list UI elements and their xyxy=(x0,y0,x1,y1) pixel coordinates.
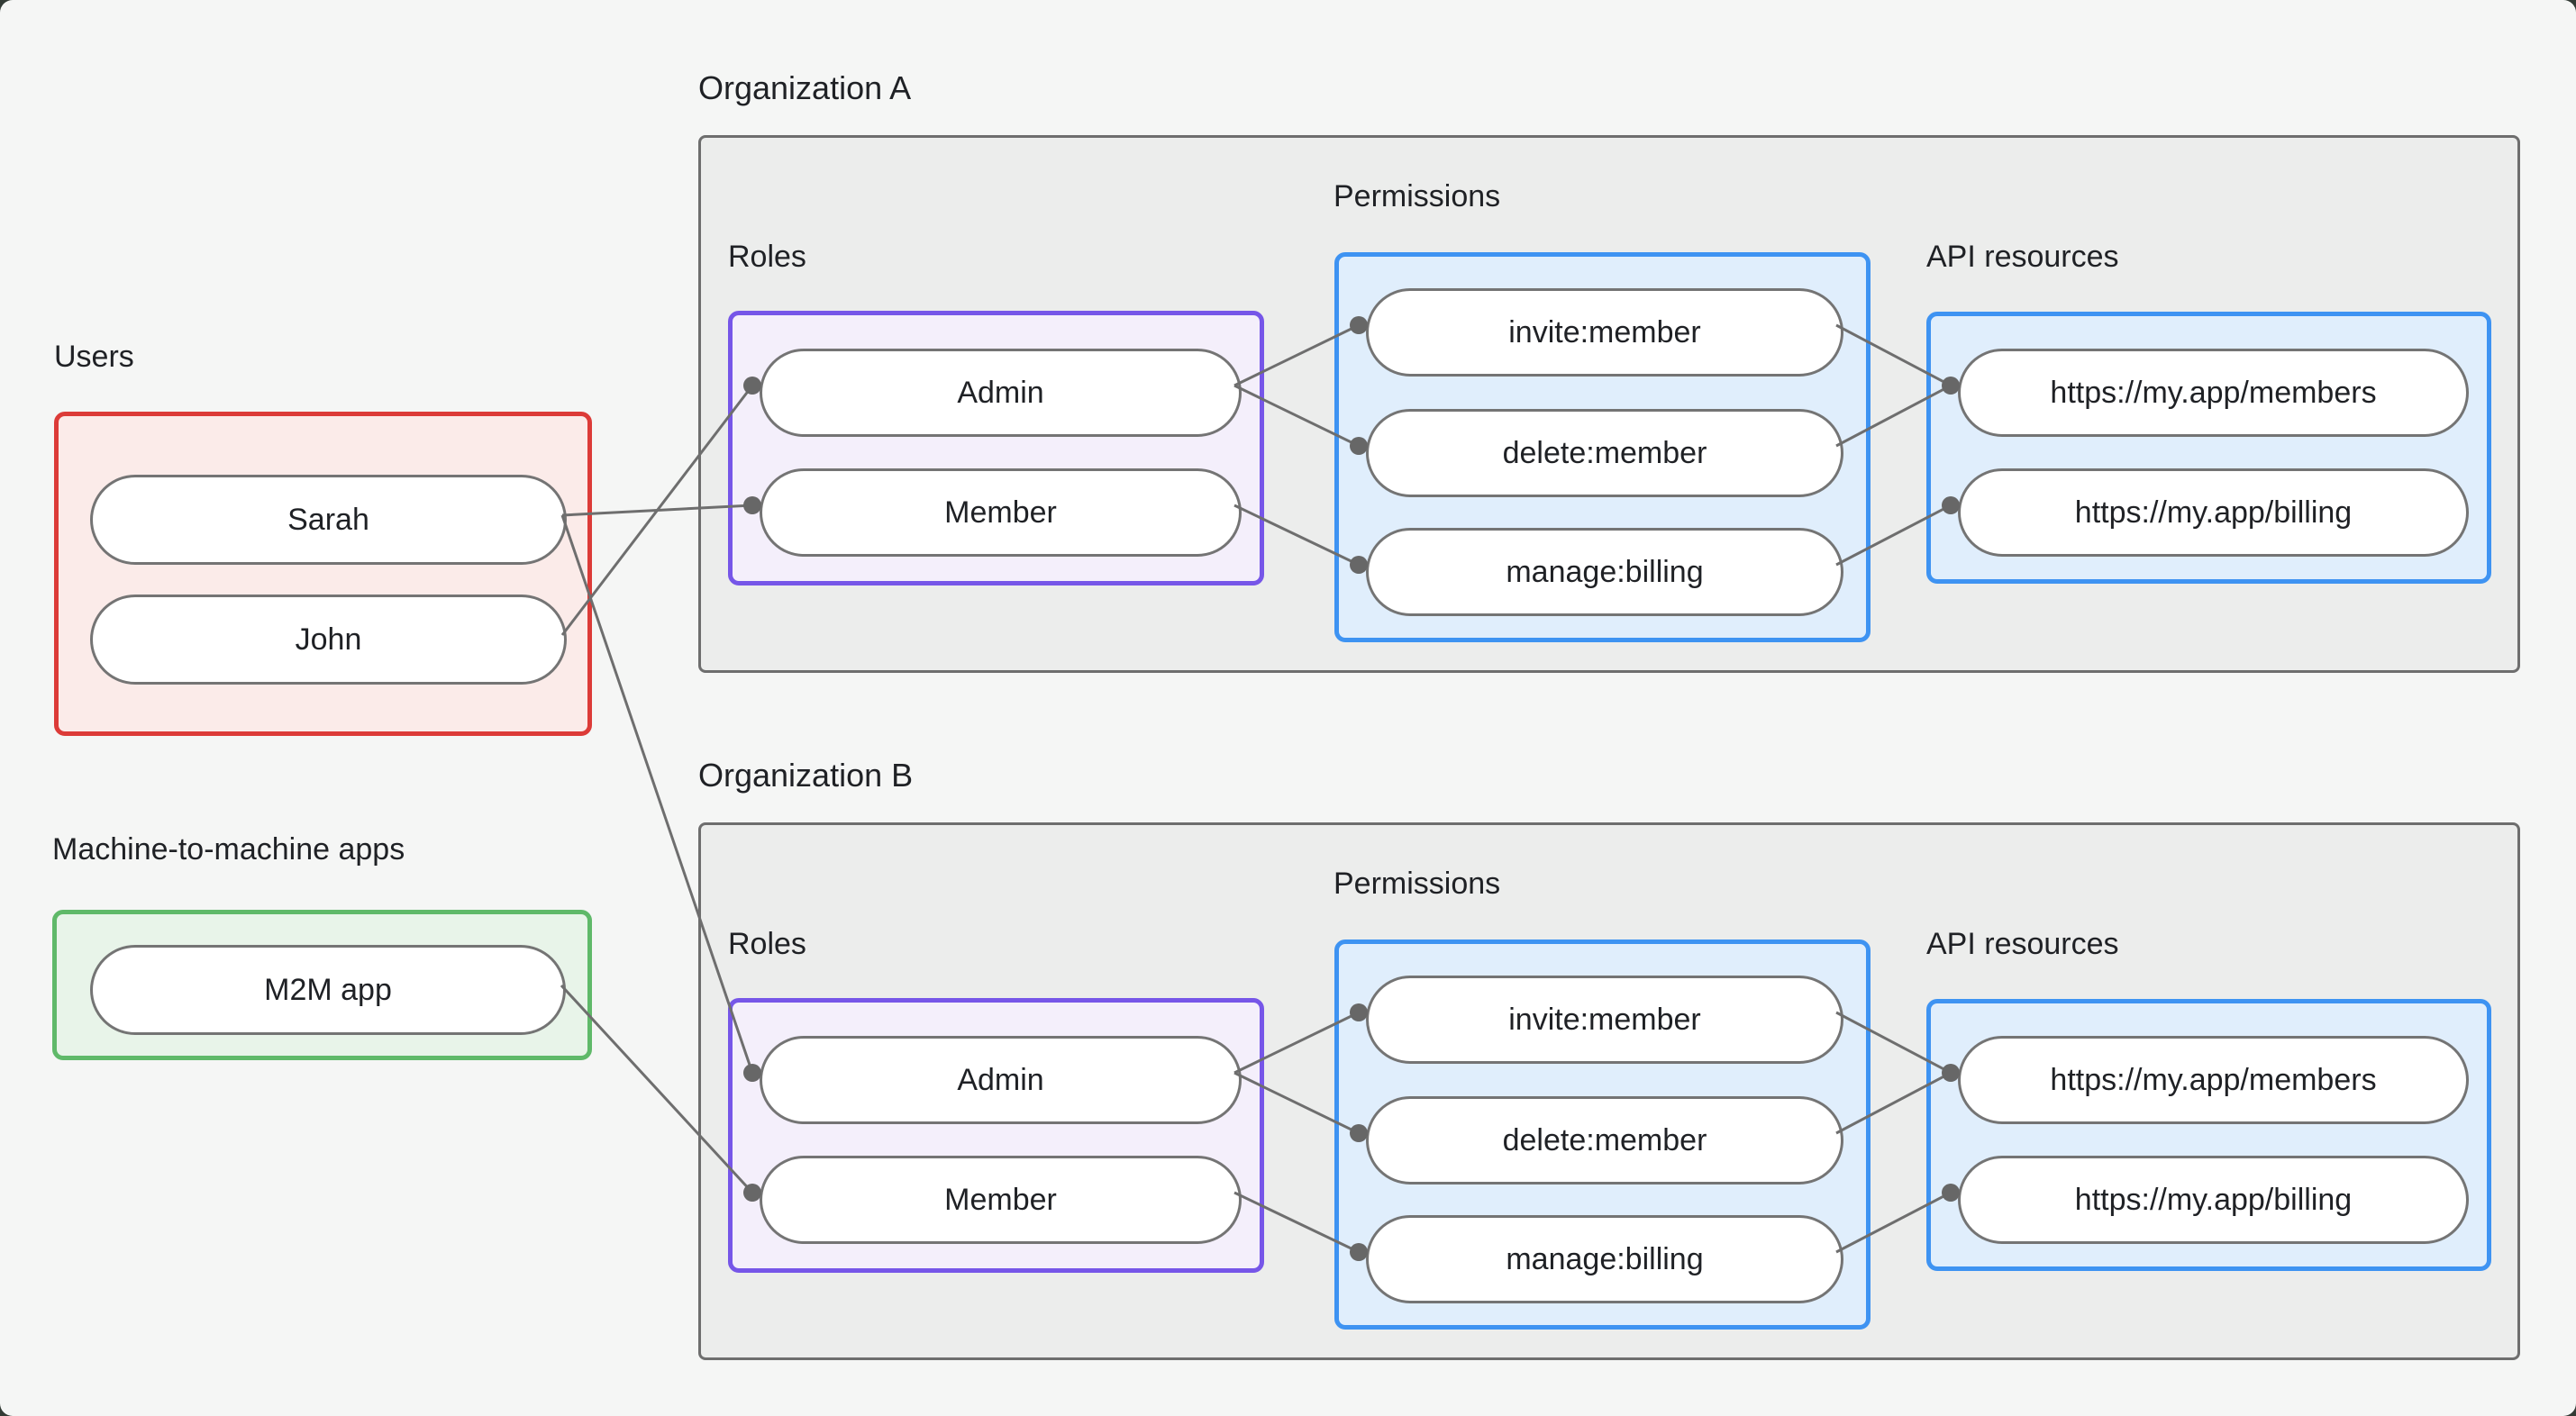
organization-b-box: Roles Admin Member Permissions invite:me… xyxy=(698,822,2520,1360)
api-resource-node-members: https://my.app/members xyxy=(1958,349,2469,437)
roles-section-label: Roles xyxy=(728,240,806,274)
user-node-sarah: Sarah xyxy=(90,475,567,565)
permission-node-invite-member: invite:member xyxy=(1366,976,1843,1064)
permission-node-delete-member: delete:member xyxy=(1366,1096,1843,1185)
role-node-admin: Admin xyxy=(760,349,1242,437)
role-node-label: Admin xyxy=(957,1062,1044,1097)
permission-node-label: invite:member xyxy=(1508,1002,1701,1037)
user-node-label: Sarah xyxy=(287,502,369,537)
organization-a-box: Roles Admin Member Permissions invite:me… xyxy=(698,135,2520,673)
permission-node-label: delete:member xyxy=(1502,1122,1707,1157)
api-resources-section-label: API resources xyxy=(1926,927,2119,961)
api-resource-node-label: https://my.app/members xyxy=(2050,1062,2377,1097)
permission-node-label: manage:billing xyxy=(1506,1241,1704,1276)
role-node-admin: Admin xyxy=(760,1036,1242,1124)
api-resource-node-members: https://my.app/members xyxy=(1958,1036,2469,1124)
role-node-member: Member xyxy=(760,1156,1242,1244)
organization-b-title: Organization B xyxy=(698,757,914,794)
user-node-label: John xyxy=(295,622,362,657)
organization-b: Organization B Roles Admin Member Permis… xyxy=(698,757,2520,1360)
m2m-app-node: M2M app xyxy=(90,945,566,1035)
role-node-label: Admin xyxy=(957,375,1044,410)
permission-node-manage-billing: manage:billing xyxy=(1366,1215,1843,1303)
permission-node-invite-member: invite:member xyxy=(1366,288,1843,377)
permission-node-manage-billing: manage:billing xyxy=(1366,528,1843,616)
m2m-group-box: M2M app xyxy=(52,910,592,1060)
permission-node-label: invite:member xyxy=(1508,314,1701,349)
m2m-group-label: Machine-to-machine apps xyxy=(52,832,405,867)
organization-a: Organization A Roles Admin Member Permis… xyxy=(698,69,2520,673)
m2m-node-label: M2M app xyxy=(264,972,392,1007)
permissions-section-label: Permissions xyxy=(1334,867,1501,901)
api-resources-section-label: API resources xyxy=(1926,240,2119,274)
roles-group-box: Admin Member xyxy=(728,998,1264,1273)
api-resource-node-billing: https://my.app/billing xyxy=(1958,1156,2469,1244)
users-group-label: Users xyxy=(54,340,134,374)
roles-group-box: Admin Member xyxy=(728,311,1264,585)
roles-section-label: Roles xyxy=(728,927,806,961)
role-node-label: Member xyxy=(944,1182,1057,1217)
permission-node-delete-member: delete:member xyxy=(1366,409,1843,497)
role-node-label: Member xyxy=(944,495,1057,530)
permissions-group-box: invite:member delete:member manage:billi… xyxy=(1334,939,1871,1330)
api-resource-node-billing: https://my.app/billing xyxy=(1958,468,2469,557)
api-resource-node-label: https://my.app/billing xyxy=(2074,1182,2353,1217)
users-group-box: Sarah John xyxy=(54,412,592,736)
api-resources-group-box: https://my.app/members https://my.app/bi… xyxy=(1926,312,2491,584)
api-resource-node-label: https://my.app/billing xyxy=(2074,495,2353,530)
api-resources-group-box: https://my.app/members https://my.app/bi… xyxy=(1926,999,2491,1271)
permissions-section-label: Permissions xyxy=(1334,179,1501,213)
api-resource-node-label: https://my.app/members xyxy=(2050,375,2377,410)
role-node-member: Member xyxy=(760,468,1242,557)
permission-node-label: manage:billing xyxy=(1506,554,1704,589)
organization-a-title: Organization A xyxy=(698,69,912,106)
permissions-group-box: invite:member delete:member manage:billi… xyxy=(1334,252,1871,642)
permission-node-label: delete:member xyxy=(1502,435,1707,470)
user-node-john: John xyxy=(90,595,567,685)
